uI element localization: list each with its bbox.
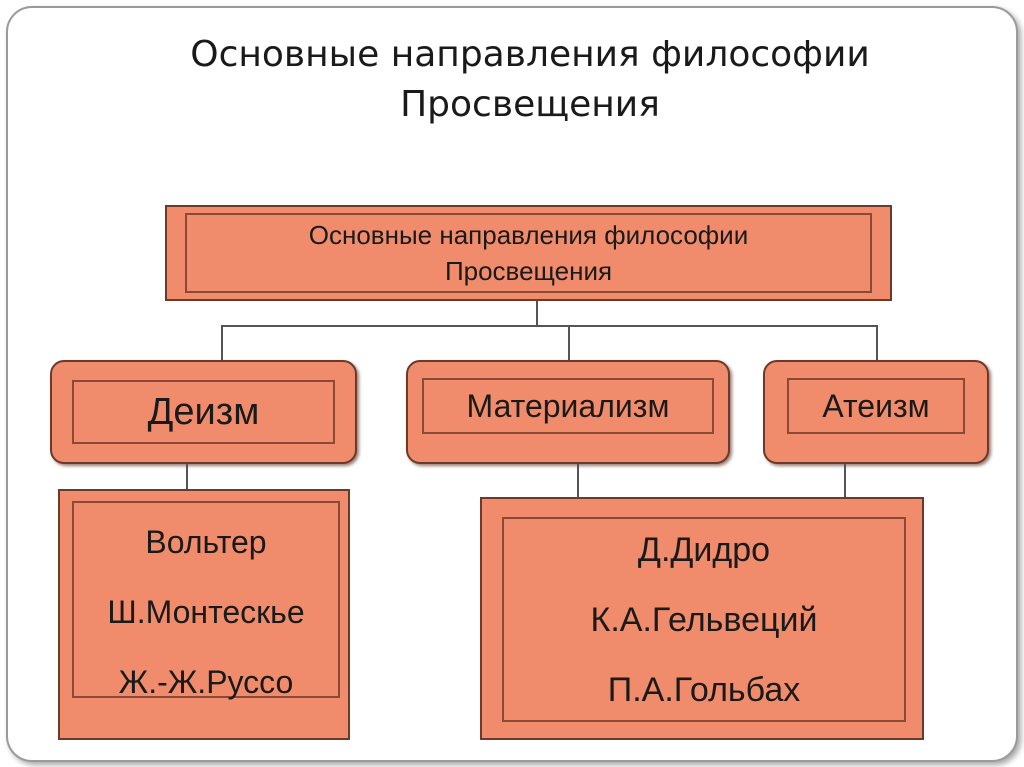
connector-deism — [221, 325, 223, 361]
deism-thinker-rousseau: Ж.-Ж.Руссо — [118, 664, 294, 700]
connector-deism-thinkers — [186, 464, 188, 490]
root-label-line2: Просвещения — [444, 256, 613, 286]
connector-atheism — [876, 325, 878, 361]
slide-title: Основные направления философии Просвещен… — [60, 30, 1000, 130]
branch-atheism-inner: Атеизм — [787, 378, 965, 434]
root-box-inner: Основные направления философии Просвещен… — [185, 213, 872, 293]
root-box: Основные направления философии Просвещен… — [165, 205, 892, 301]
materialism-thinker-helvetius: К.А.Гельвеций — [590, 600, 818, 639]
branch-materialism-box: Материализм — [406, 360, 730, 464]
branch-deism-inner: Деизм — [72, 380, 335, 444]
branch-atheism-box: Атеизм — [763, 360, 989, 464]
connector-atheism-thinkers — [844, 464, 846, 498]
materialism-thinkers-box: Д.Дидро К.А.Гельвеций П.А.Гольбах — [480, 497, 924, 740]
deism-thinkers-inner: Вольтер Ш.Монтескье Ж.-Ж.Руссо — [72, 501, 340, 700]
materialism-thinkers-inner: Д.Дидро К.А.Гельвеций П.А.Гольбах — [502, 517, 906, 722]
deism-thinker-montesquieu: Ш.Монтескье — [107, 594, 305, 630]
connector-materialism-thinkers — [577, 464, 579, 498]
materialism-thinker-holbach: П.А.Гольбах — [607, 670, 801, 709]
slide-title-line2: Просвещения — [400, 84, 660, 125]
connector-horizontal — [221, 325, 878, 327]
slide-title-line1: Основные направления философии — [190, 34, 870, 75]
branch-deism-label: Деизм — [147, 390, 260, 433]
branch-materialism-inner: Материализм — [422, 378, 714, 434]
deism-thinker-voltaire: Вольтер — [145, 524, 267, 560]
branch-deism-box: Деизм — [50, 360, 357, 464]
deism-thinkers-box: Вольтер Ш.Монтескье Ж.-Ж.Руссо — [58, 489, 350, 740]
materialism-thinker-diderot: Д.Дидро — [637, 530, 771, 569]
branch-materialism-label: Материализм — [466, 387, 670, 424]
connector-root-stem — [536, 301, 538, 326]
root-label-line1: Основные направления философии — [308, 220, 749, 250]
connector-materialism — [568, 325, 570, 361]
branch-atheism-label: Атеизм — [822, 387, 930, 424]
